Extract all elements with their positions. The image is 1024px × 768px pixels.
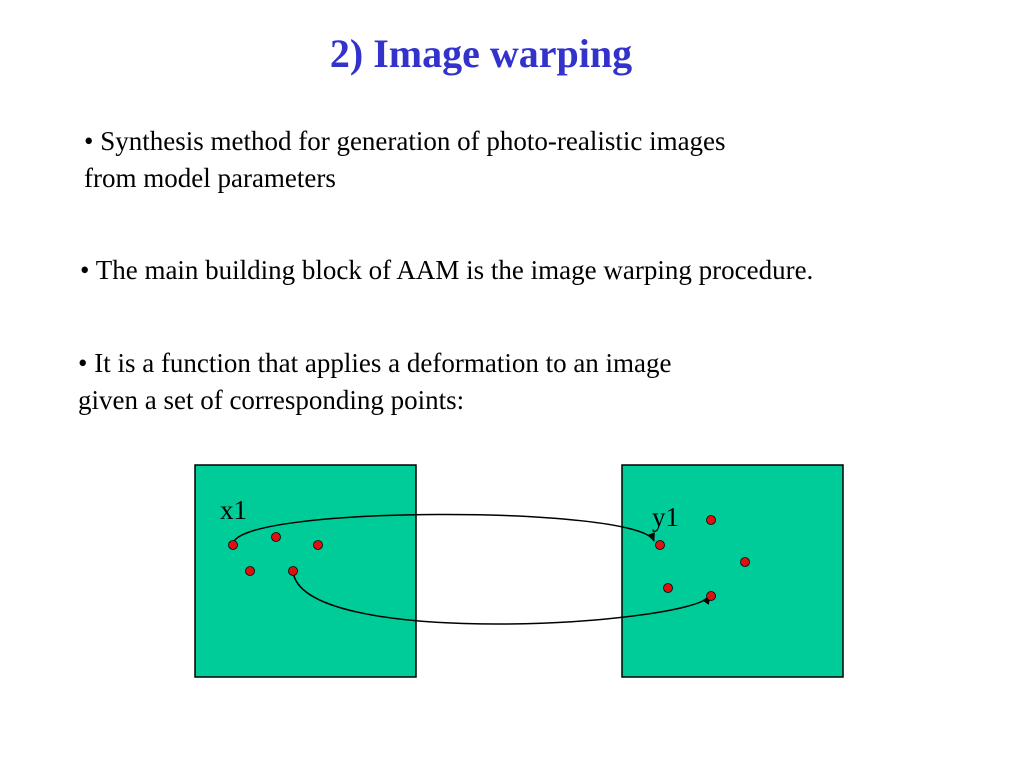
source-point: [228, 540, 238, 550]
bullet-line: from model parameters: [84, 163, 336, 193]
source-point: [288, 566, 298, 576]
target-point: [655, 540, 665, 550]
source-image-panel: [194, 464, 417, 678]
bullet-synthesis-method: • Synthesis method for generation of pho…: [84, 123, 726, 197]
page-title: 2) Image warping: [329, 31, 633, 76]
source-point: [313, 540, 323, 550]
bullet-line: • Synthesis method for generation of pho…: [84, 126, 726, 156]
target-point: [663, 583, 673, 593]
bullet-line: • It is a function that applies a deform…: [78, 348, 672, 378]
source-point: [271, 532, 281, 542]
target-point-label: y1: [652, 502, 679, 532]
target-image-panel: [621, 464, 844, 678]
correspondence-arrow-upper: [232, 513, 655, 546]
target-point: [706, 515, 716, 525]
bullet-warping-function: • It is a function that applies a deform…: [78, 345, 672, 419]
bullet-line: given a set of corresponding points:: [78, 385, 465, 415]
correspondence-arrow-lower: [292, 570, 711, 625]
source-point-label: x1: [220, 495, 247, 525]
target-point: [740, 557, 750, 567]
bullet-line: • The main building block of AAM is the …: [80, 255, 814, 285]
source-point: [245, 566, 255, 576]
bullet-main-building-block: • The main building block of AAM is the …: [80, 252, 813, 289]
target-point: [706, 591, 716, 601]
